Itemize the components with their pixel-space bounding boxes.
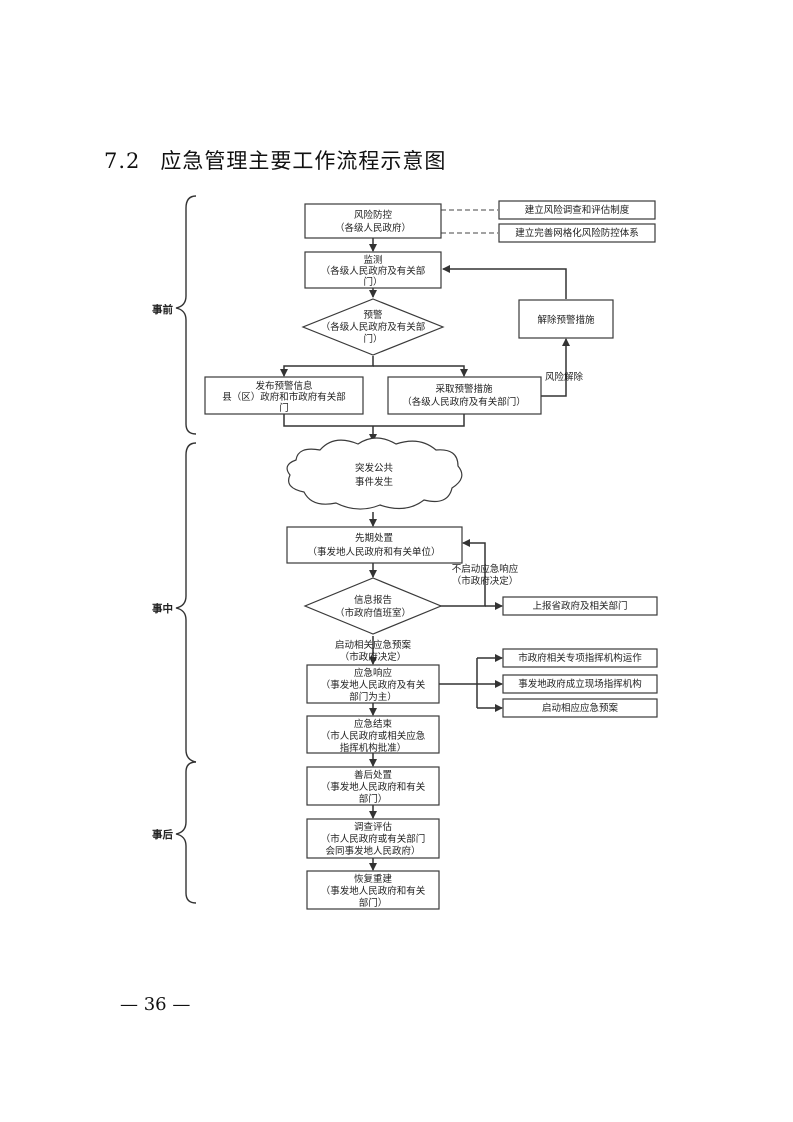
command-agency-label: 市政府相关专项指挥机构运作 <box>518 652 642 664</box>
rebuild-title: 恢复重建 <box>354 873 393 885</box>
section-number: 7.2 <box>104 149 141 173</box>
grid-system-label: 建立完善网格化风险防控体系 <box>515 227 639 239</box>
no-response-line2: （市政府决定） <box>452 575 519 587</box>
node-report-province: 上报省政府及相关部门 <box>502 596 658 616</box>
phase-label-before: 事前 <box>152 303 173 316</box>
risk-control-subtitle: （各级人民政府） <box>335 222 411 234</box>
node-grid-system: 建立完善网格化风险防控体系 <box>498 223 656 243</box>
activate-plan-label: 启动相应应急预案 <box>542 702 619 714</box>
take-measures-subtitle: （各级人民政府及有关部门） <box>402 396 526 408</box>
node-lift-warning: 解除预警措施 <box>518 299 614 339</box>
investigation-line2: （市人民政府或有关部门 <box>321 833 426 845</box>
brace-during <box>175 442 197 763</box>
node-end-response: 应急结束 （市人民政府或相关应急 指挥机构批准） <box>306 715 440 754</box>
risk-cleared-label: 风险解除 <box>545 371 584 383</box>
node-response: 应急响应 （事发地人民政府及有关 部门为主） <box>306 664 440 704</box>
response-title: 应急响应 <box>354 667 393 679</box>
info-report-title: 信息报告 <box>354 594 392 606</box>
node-publish-warning: 发布预警信息 县（区）政府和市政府有关部 门 <box>204 376 364 415</box>
start-plan-line2: （市政府决定） <box>340 651 407 663</box>
info-report-subtitle: （市政府值班室） <box>335 607 411 619</box>
end-response-title: 应急结束 <box>354 718 393 730</box>
node-emergency-event: 突发公共 事件发生 <box>286 437 463 510</box>
brace-after <box>175 761 197 904</box>
no-response-line1: 不启动应急响应 <box>452 563 519 575</box>
onsite-command-label: 事发地政府成立现场指挥机构 <box>518 678 642 690</box>
response-line2: （事发地人民政府及有关 <box>321 679 426 691</box>
risk-investigation-label: 建立风险调查和评估制度 <box>525 204 630 216</box>
page-number: — 36 — <box>120 994 191 1015</box>
node-info-report: 信息报告 （市政府值班室） <box>303 577 443 635</box>
node-risk-investigation: 建立风险调查和评估制度 <box>498 200 656 220</box>
phase-label-after: 事后 <box>152 828 173 841</box>
phase-label-during: 事中 <box>152 602 173 615</box>
publish-warning-title: 发布预警信息 <box>255 380 312 392</box>
end-response-line2: （市人民政府或相关应急 <box>321 730 426 742</box>
aftermath-title: 善后处置 <box>354 769 392 781</box>
monitoring-line3: 门） <box>363 276 382 288</box>
warning-line3: 门） <box>363 333 382 345</box>
node-investigation: 调查评估 （市人民政府或有关部门 会同事发地人民政府） <box>306 818 440 859</box>
connectors <box>280 209 570 871</box>
investigation-title: 调查评估 <box>354 821 393 833</box>
end-response-line3: 指挥机构批准） <box>340 742 407 754</box>
lift-warning-label: 解除预警措施 <box>537 314 595 326</box>
node-command-agency: 市政府相关专项指挥机构运作 <box>502 648 658 668</box>
initial-handling-title: 先期处置 <box>355 532 393 544</box>
monitoring-line2: （各级人民政府及有关部 <box>321 265 426 277</box>
node-take-measures: 采取预警措施 （各级人民政府及有关部门） <box>387 376 542 415</box>
emergency-event-line1: 突发公共 <box>355 462 394 474</box>
node-activate-plan: 启动相应应急预案 <box>502 698 658 718</box>
node-rebuild: 恢复重建 （事发地人民政府和有关 部门） <box>306 870 440 910</box>
take-measures-title: 采取预警措施 <box>435 383 493 395</box>
response-line3: 部门为主） <box>349 691 397 703</box>
warning-line2: （各级人民政府及有关部 <box>321 321 426 333</box>
section-title: 应急管理主要工作流程示意图 <box>160 149 447 173</box>
start-plan-line1: 启动相关应急预案 <box>335 639 412 651</box>
emergency-event-line2: 事件发生 <box>355 476 394 488</box>
investigation-line3: 会同事发地人民政府） <box>325 845 420 857</box>
publish-warning-line3: 门 <box>279 402 289 414</box>
node-monitoring: 监测 （各级人民政府及有关部 门） <box>304 251 442 289</box>
rebuild-line3: 部门） <box>359 897 388 909</box>
node-risk-control: 风险防控 （各级人民政府） <box>304 203 442 239</box>
monitoring-title: 监测 <box>363 254 382 266</box>
node-warning: 预警 （各级人民政府及有关部 门） <box>301 298 445 356</box>
rebuild-line2: （事发地人民政府和有关 <box>321 885 426 897</box>
aftermath-line3: 部门） <box>359 793 388 805</box>
report-province-label: 上报省政府及相关部门 <box>532 600 627 612</box>
warning-title: 预警 <box>363 309 383 321</box>
initial-handling-subtitle: （事发地人民政府和有关单位） <box>307 546 440 558</box>
page-heading: 7.2 应急管理主要工作流程示意图 <box>104 145 446 175</box>
node-initial-handling: 先期处置 （事发地人民政府和有关单位） <box>286 526 463 564</box>
node-onsite-command: 事发地政府成立现场指挥机构 <box>502 674 658 694</box>
publish-warning-line2: 县（区）政府和市政府有关部 <box>222 391 346 403</box>
risk-control-title: 风险防控 <box>354 209 393 221</box>
aftermath-line2: （事发地人民政府和有关 <box>321 781 426 793</box>
node-aftermath: 善后处置 （事发地人民政府和有关 部门） <box>306 766 440 806</box>
brace-before <box>175 195 197 435</box>
